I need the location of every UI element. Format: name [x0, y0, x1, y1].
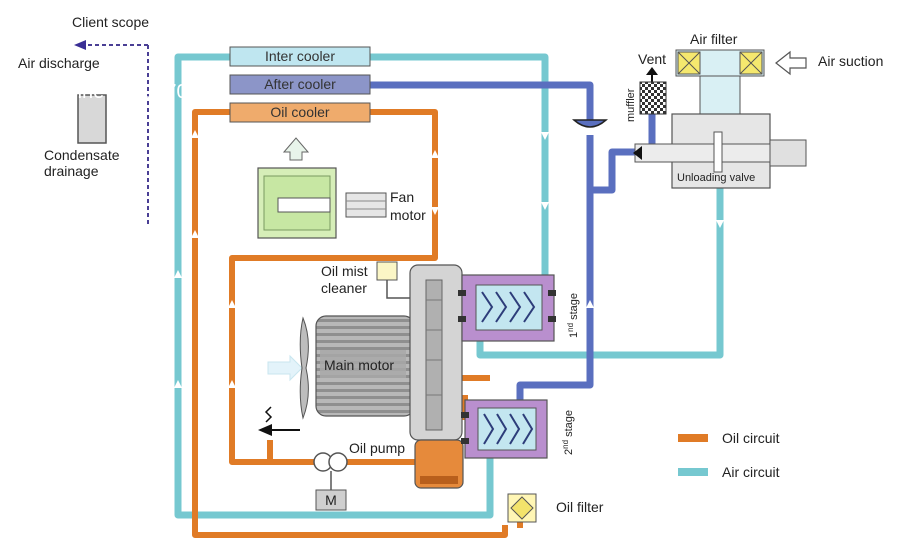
oil-mist-label-2: cleaner — [321, 280, 367, 296]
fan-shaft — [277, 197, 331, 213]
legend: Oil circuit Air circuit — [678, 430, 780, 480]
oil-pump-gear-right — [328, 452, 348, 472]
oil-pump-label: Oil pump — [349, 440, 405, 456]
air-discharge-label: Air discharge — [18, 55, 100, 71]
air-pipe-suction-return — [476, 175, 724, 359]
oil-pump-motor — [315, 489, 347, 511]
intake-duct — [699, 75, 741, 115]
after-cooler: After cooler — [229, 74, 371, 95]
oil-pump-assembly: Oil pump M — [258, 406, 405, 511]
relief-valve-spring — [264, 406, 273, 423]
unload-branch-pipe — [590, 148, 635, 194]
client-scope-arrowhead — [74, 40, 86, 50]
client-scope-area: Client scope Air discharge Condensate dr… — [18, 14, 149, 225]
relief-valve-icon — [258, 424, 272, 436]
main-motor: Main motor — [267, 315, 431, 420]
oil-filter: Oil filter — [507, 493, 604, 523]
muffler-label: muffler — [625, 88, 637, 122]
inter-cooler-box — [229, 46, 371, 67]
oil-filter-icon — [510, 496, 534, 520]
muffler-icon — [639, 81, 667, 115]
air-filter-label: Air filter — [690, 31, 738, 47]
air-suction-label: Air suction — [818, 53, 883, 69]
vent-arrow-icon — [646, 67, 658, 75]
check-valve-icon — [572, 119, 608, 128]
unloading-valve-label: Unloading valve — [677, 172, 755, 184]
stage-2-compressor: 2nd stage — [461, 399, 575, 459]
fan-motor-label-2: motor — [390, 207, 426, 223]
oil-mist-label-1: Oil mist — [321, 263, 368, 279]
vent-label: Vent — [638, 51, 666, 67]
condensate-label-1: Condensate — [44, 147, 120, 163]
oil-cooler-box — [229, 102, 371, 123]
gearbox — [409, 264, 464, 489]
air-suction-arrow-icon — [775, 50, 807, 76]
oil-mist-cleaner: Oil mist cleaner — [321, 261, 410, 299]
after-cooler-label: After cooler — [264, 76, 336, 92]
flow-arrows — [174, 130, 724, 388]
stage-2-label: 2nd stage — [561, 410, 575, 455]
fan-motor-label-1: Fan — [390, 189, 414, 205]
motor-fan-icon — [299, 316, 309, 420]
unloading-valve-piston-rod — [634, 143, 771, 163]
oil-filter-label: Oil filter — [556, 499, 604, 515]
airflow-up-arrow-icon — [282, 137, 310, 161]
oil-pipe-inner-loop — [229, 109, 438, 465]
after-cooler-pipe — [370, 81, 594, 120]
intake-assembly: Vent muffler Air filter Air suction Unlo… — [625, 31, 883, 189]
legend-air-swatch — [678, 468, 708, 476]
inter-cooler: Inter cooler — [229, 46, 371, 67]
stage-1-compressor: 1nd stage — [458, 274, 580, 342]
oil-pump-motor-label: M — [325, 492, 337, 508]
fan-motor: Fan motor — [257, 137, 426, 239]
inter-cooler-label: Inter cooler — [265, 48, 335, 64]
oil-cooler: Oil cooler — [229, 102, 371, 123]
condensate-label-2: drainage — [44, 163, 99, 179]
unloading-valve-inlet-arrow — [633, 146, 642, 160]
legend-air-label: Air circuit — [722, 464, 780, 480]
after-cooler-box — [229, 74, 371, 95]
air-pipe-left-loop — [174, 53, 494, 519]
stage-1-label: 1nd stage — [566, 293, 580, 338]
oil-mist-cleaner-box — [376, 261, 398, 281]
client-scope-label: Client scope — [72, 14, 149, 30]
oil-cooler-label: Oil cooler — [270, 104, 329, 120]
oil-pipe-outer-loop — [192, 109, 508, 538]
legend-oil-swatch — [678, 434, 708, 442]
stage-1-rotor — [475, 284, 543, 331]
main-motor-label: Main motor — [324, 357, 394, 373]
legend-oil-label: Oil circuit — [722, 430, 780, 446]
fan-motor-body — [345, 192, 387, 218]
watermark: Hotline 0919770028 — [42, 81, 221, 103]
cooling-air-arrow-icon — [267, 354, 303, 382]
unloading-valve-actuator — [769, 139, 807, 167]
gear-shaft — [425, 279, 443, 431]
condensate-drainage-tank — [77, 94, 107, 144]
